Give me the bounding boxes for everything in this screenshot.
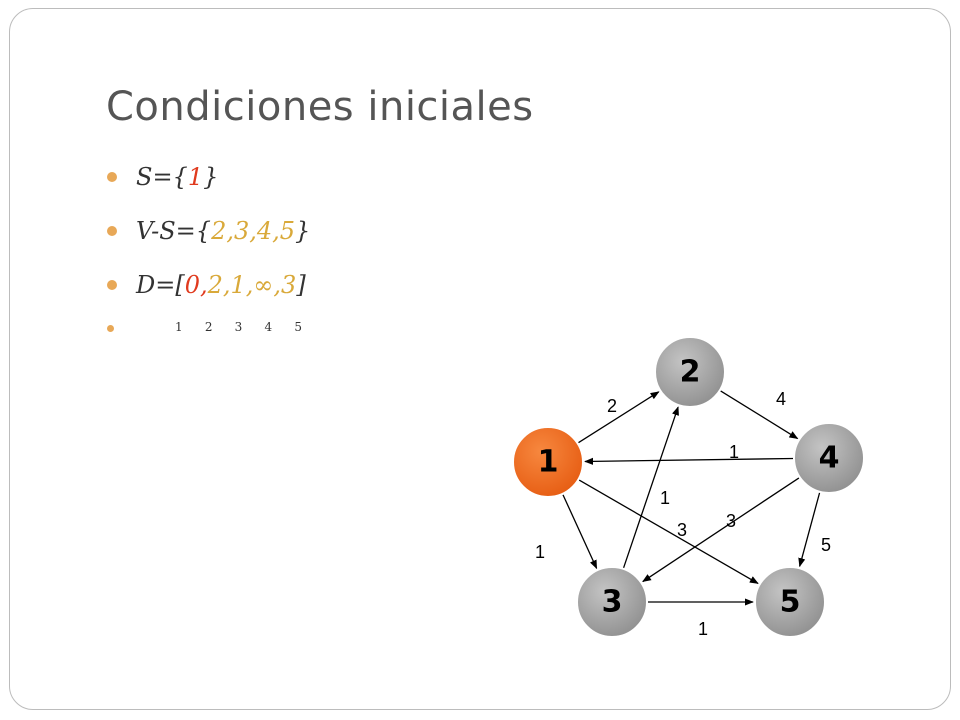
node-label: 5	[780, 585, 801, 620]
index-label: 3	[234, 320, 243, 334]
bullet-dot	[107, 226, 117, 236]
bullet-dot	[107, 325, 114, 332]
formula-segment: V-S={	[136, 217, 212, 245]
bullet-distance-array: D=[0,2,1,∞,3]	[107, 263, 311, 317]
node-1: 1	[512, 426, 584, 498]
node-circle	[654, 336, 726, 408]
formula-segment: S={	[136, 163, 188, 191]
index-label: 5	[294, 320, 302, 334]
edge-2-to-4	[720, 390, 799, 440]
edge-weight-label: 1	[729, 442, 739, 462]
node-label: 1	[538, 445, 559, 480]
edge-weight-label: 1	[535, 542, 545, 562]
node-label: 2	[680, 355, 701, 390]
bullet-v-minus-s-set: V-S={2,3,4,5}	[107, 209, 311, 263]
edge-weight-label: 4	[776, 389, 786, 409]
bullet-index-row: 1 2 3 4 5	[107, 317, 311, 341]
bullet-distance-text: D=[0,2,1,∞,3]	[136, 271, 306, 299]
formula-segment: 1	[187, 163, 204, 191]
edge-3-to-2	[622, 406, 679, 569]
node-label: 4	[819, 441, 840, 476]
formula-segment: ]	[296, 271, 306, 299]
node-circle	[793, 422, 865, 494]
edge-weight-label: 1	[660, 488, 670, 508]
edge-1-to-2	[578, 391, 660, 444]
node-circle	[576, 566, 648, 638]
bullet-list: S={1} V-S={2,3,4,5} D=[0,2,1,∞,3] 1 2 3 …	[107, 155, 311, 341]
index-label: 4	[264, 320, 273, 334]
slide-title: Condiciones iniciales	[106, 84, 534, 130]
formula-segment: 0,	[184, 271, 208, 299]
node-circle	[512, 426, 584, 498]
edge-weight-label: 3	[726, 511, 736, 531]
index-label: 2	[204, 320, 213, 334]
formula-segment: 2,3,4,5	[211, 217, 296, 245]
node-label: 3	[602, 585, 623, 620]
edge-1-to-5	[578, 479, 759, 585]
formula-segment: D=[	[136, 271, 185, 299]
edge-4-to-1	[584, 457, 794, 465]
bullet-s-set: S={1}	[107, 155, 311, 209]
node-3: 3	[576, 566, 648, 638]
formula-segment: 2,1,∞,3	[207, 271, 297, 299]
bullet-dot	[107, 280, 117, 290]
node-circle	[754, 566, 826, 638]
node-5: 5	[754, 566, 826, 638]
formula-segment: }	[295, 217, 311, 245]
bullet-dot	[107, 172, 117, 182]
node-4: 4	[793, 422, 865, 494]
formula-segment: }	[203, 163, 219, 191]
edge-4-to-5	[798, 492, 821, 568]
edge-weight-label: 3	[677, 520, 687, 540]
node-2: 2	[654, 336, 726, 408]
edge-weight-label: 1	[698, 619, 708, 639]
bullet-v-minus-s-text: V-S={2,3,4,5}	[136, 217, 310, 245]
index-label: 1	[175, 320, 183, 334]
edge-4-to-3	[642, 477, 800, 583]
edge-weight-label: 2	[607, 396, 617, 416]
bullet-s-set-text: S={1}	[136, 163, 218, 191]
edge-weight-label: 5	[821, 535, 831, 555]
edge-1-to-3	[562, 494, 598, 570]
